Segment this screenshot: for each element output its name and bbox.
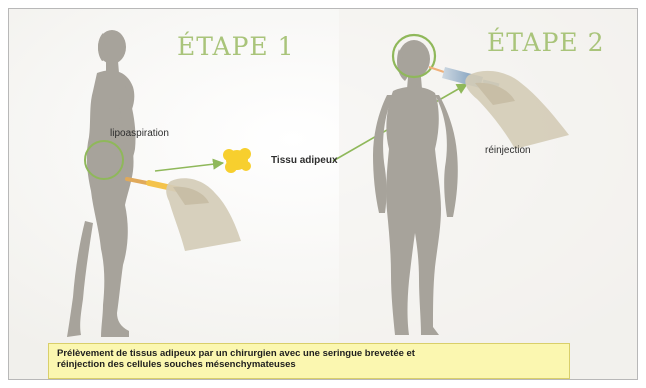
adipose-tissue-blob	[223, 148, 251, 173]
adipose-tissue-label: Tissu adipeux	[271, 155, 338, 166]
caption-box: Prélèvement de tissus adipeux par un chi…	[48, 343, 570, 379]
step-1-title: ÉTAPE 1	[177, 32, 295, 61]
reinjection-label: réinjection	[485, 145, 531, 156]
caption-line-1: Prélèvement de tissus adipeux par un chi…	[57, 348, 561, 359]
caption-line-2: réinjection des cellules souches mésench…	[57, 359, 561, 370]
liposuction-label: lipoaspiration	[110, 128, 169, 139]
illustration	[9, 9, 638, 380]
step-2-title: ÉTAPE 2	[487, 28, 605, 57]
diagram-frame: ÉTAPE 1 ÉTAPE 2 lipoaspiration Tissu adi…	[8, 8, 638, 380]
